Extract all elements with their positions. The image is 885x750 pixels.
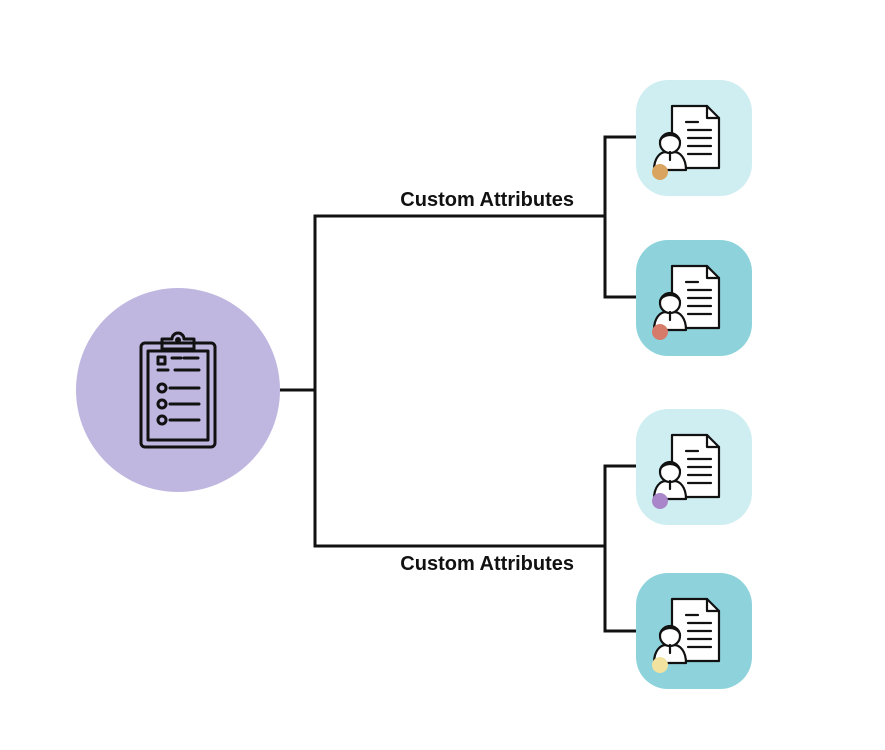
root-node	[76, 288, 280, 492]
leaf-connector-group-1	[603, 135, 638, 299]
status-dot	[652, 493, 668, 509]
leaf-node-1-2	[636, 240, 752, 356]
root-circle	[76, 288, 280, 492]
status-dot	[652, 164, 668, 180]
clipboard-checklist-icon	[139, 331, 217, 449]
leaf-connector-group-2	[603, 464, 638, 633]
leaf-node-1-1	[636, 80, 752, 196]
branch-label-1: Custom Attributes	[400, 189, 574, 211]
status-dot	[652, 324, 668, 340]
leaf-node-2-2	[636, 573, 752, 689]
status-dot	[652, 657, 668, 673]
connector-lines	[279, 135, 638, 633]
leaf-node-2-1	[636, 409, 752, 525]
branch-label-2: Custom Attributes	[400, 553, 574, 575]
leaf-nodes	[636, 80, 752, 689]
